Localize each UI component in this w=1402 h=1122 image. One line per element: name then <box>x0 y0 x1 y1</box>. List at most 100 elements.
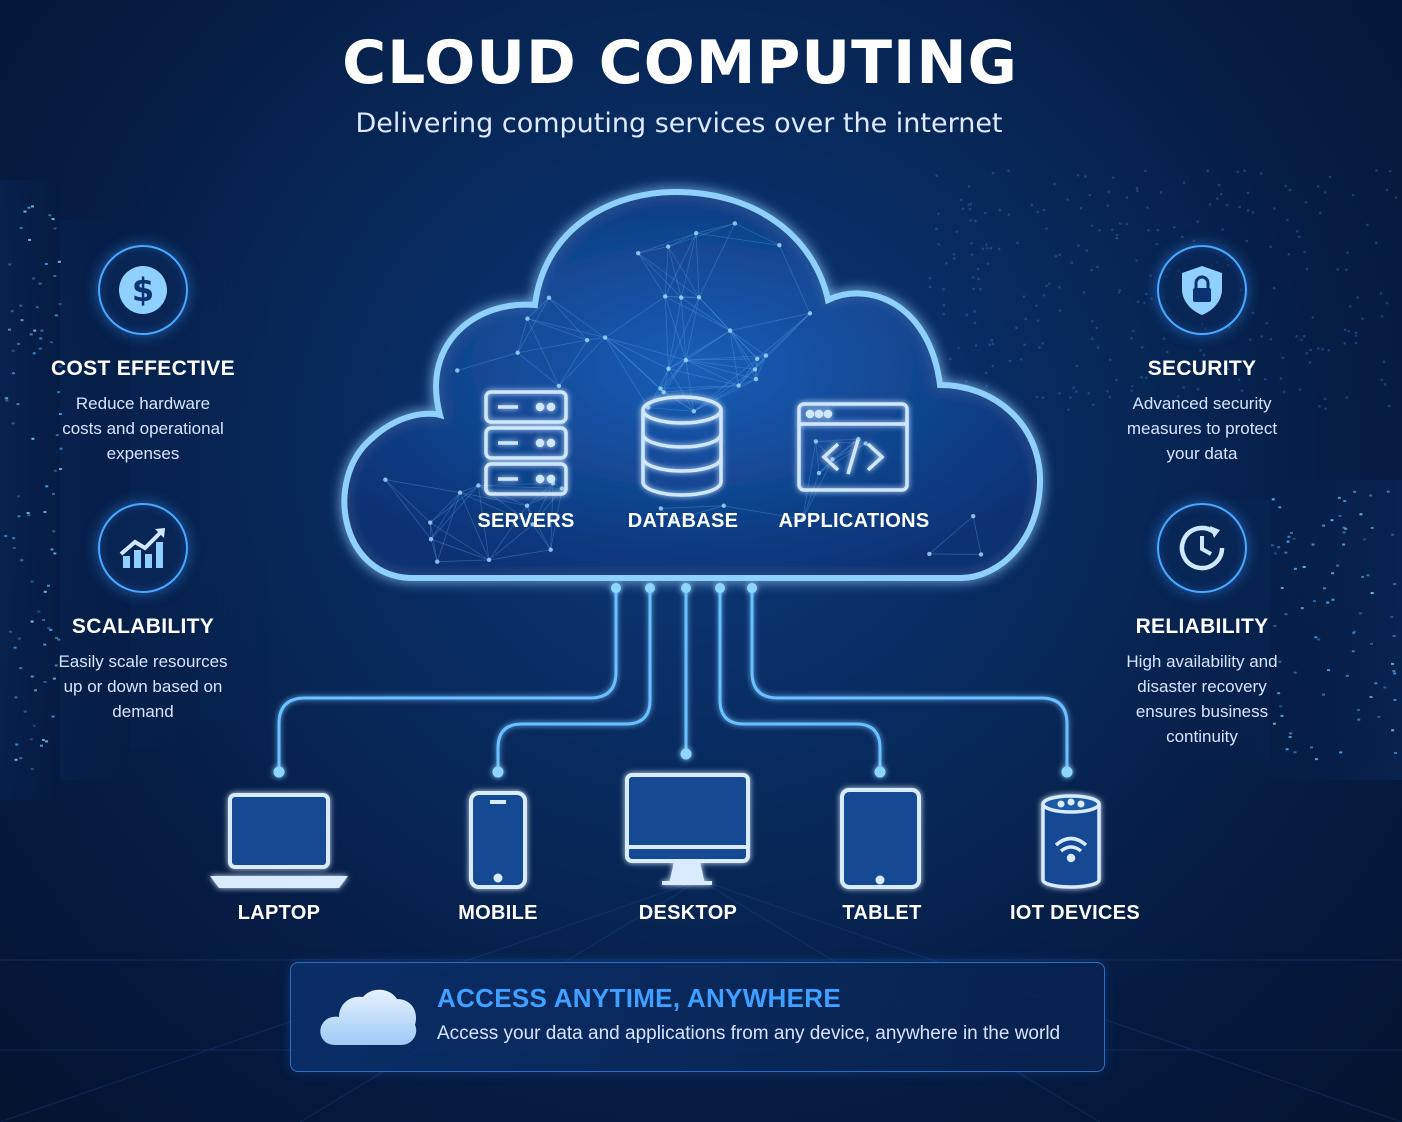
network-node <box>679 295 684 300</box>
network-link <box>668 359 687 370</box>
rack-light <box>54 314 58 317</box>
map-dot <box>1354 341 1358 345</box>
network-node <box>476 483 481 488</box>
network-link <box>668 368 695 412</box>
mobile-icon <box>469 791 527 889</box>
network-link <box>778 245 811 314</box>
rack-light <box>35 306 39 309</box>
network-link <box>685 330 731 361</box>
rack-light <box>47 627 51 630</box>
rack-light <box>1279 705 1283 708</box>
map-dot <box>1035 304 1038 308</box>
map-dot <box>1243 169 1246 172</box>
map-dot <box>1259 172 1263 175</box>
map-dot <box>961 207 965 211</box>
device-label-iot: IOT DEVICES <box>1010 902 1140 924</box>
network-node <box>693 231 699 236</box>
network-node <box>435 559 440 564</box>
network-link <box>488 549 551 561</box>
network-node <box>428 536 434 542</box>
network-link <box>685 359 757 380</box>
rack-light <box>1287 535 1291 538</box>
device-label-desktop: DESKTOP <box>638 902 738 924</box>
rack-light <box>11 422 15 425</box>
map-dot <box>1305 267 1309 271</box>
map-dot <box>1148 406 1151 410</box>
rack-light <box>52 530 56 533</box>
map-dot <box>1191 364 1194 367</box>
map-dot <box>1045 284 1048 288</box>
map-dot <box>1016 241 1019 245</box>
map-dot <box>1309 348 1312 352</box>
map-dot <box>1053 182 1056 186</box>
rack-light <box>30 768 34 771</box>
map-dot <box>1140 346 1144 349</box>
map-dot <box>1273 207 1276 210</box>
map-dot <box>1316 185 1320 188</box>
rack-light <box>7 328 11 331</box>
map-dot <box>1144 292 1148 296</box>
map-dot <box>1130 389 1134 393</box>
map-dot <box>1196 220 1199 223</box>
map-dot <box>1345 396 1349 399</box>
network-node <box>763 353 769 358</box>
map-dot <box>1166 350 1169 354</box>
right-server-racks <box>1180 480 1402 780</box>
map-dot <box>1111 228 1114 232</box>
rack-light <box>1392 670 1396 673</box>
map-dot <box>1348 305 1352 308</box>
map-dot <box>1284 184 1288 188</box>
map-dot <box>1147 229 1150 232</box>
map-dot <box>1240 389 1244 392</box>
network-link <box>664 296 669 369</box>
rack-light <box>39 337 43 340</box>
network-link <box>696 223 736 234</box>
rack-light <box>1361 575 1365 578</box>
rack-light <box>16 403 20 406</box>
rack-light <box>1317 638 1321 641</box>
map-dot <box>1354 334 1358 338</box>
feature-security: SECURITY Advanced security measures to p… <box>1102 245 1302 466</box>
network-link <box>664 296 687 361</box>
map-dot <box>1155 242 1159 246</box>
map-dot <box>1135 259 1138 262</box>
map-dot <box>1336 268 1340 271</box>
rack-light <box>58 303 62 306</box>
network-link <box>638 246 669 254</box>
rack-light <box>27 514 31 517</box>
map-dot <box>1041 396 1045 399</box>
rack-light <box>43 643 47 646</box>
map-dot <box>1054 254 1058 258</box>
map-dot <box>1324 407 1327 411</box>
rack-light <box>1337 496 1341 499</box>
map-dot <box>1181 235 1184 239</box>
map-dot <box>1108 358 1112 362</box>
map-dot <box>985 384 988 388</box>
rack-light <box>20 559 24 562</box>
rack-light <box>58 365 62 368</box>
map-dot <box>1192 239 1196 243</box>
network-link <box>693 358 758 412</box>
network-link <box>685 360 695 412</box>
rack-light <box>1322 693 1326 696</box>
rack-light <box>11 372 15 375</box>
network-link <box>667 246 682 298</box>
network-link <box>802 441 817 520</box>
map-dot <box>1251 311 1255 315</box>
rack-light <box>23 210 27 213</box>
network-link <box>685 359 739 386</box>
clock-icon <box>1157 503 1247 593</box>
rack-light <box>19 667 23 670</box>
rack-light <box>1330 519 1334 522</box>
map-dot <box>1323 191 1327 194</box>
map-dot <box>1219 192 1223 196</box>
map-dot <box>1199 349 1202 352</box>
map-dot <box>1019 357 1023 361</box>
network-link <box>832 438 859 460</box>
access-title: ACCESS ANYTIME, ANYWHERE <box>437 983 841 1013</box>
map-dot <box>1022 295 1026 298</box>
network-node <box>807 311 813 316</box>
network-link <box>637 252 700 298</box>
network-link <box>604 337 669 370</box>
network-link <box>832 443 866 460</box>
